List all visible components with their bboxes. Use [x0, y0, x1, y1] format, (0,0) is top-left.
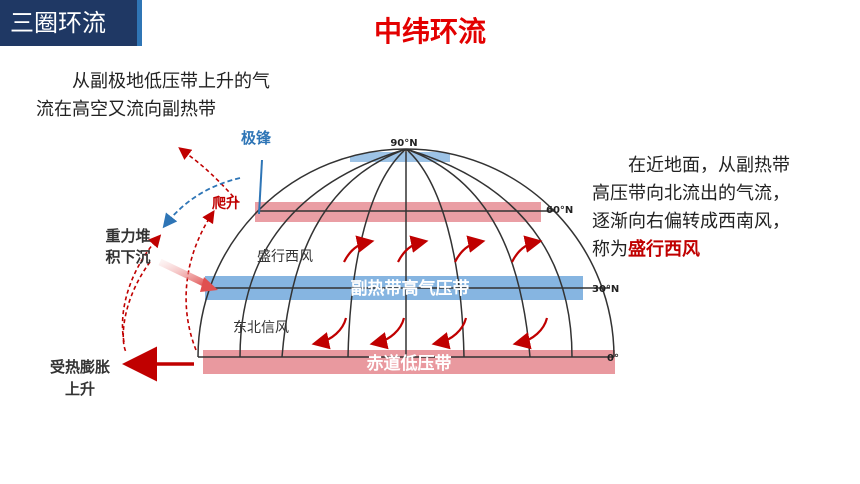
lat-60-label: 60°N — [546, 205, 573, 216]
trade-arrows — [311, 317, 549, 350]
left-explanation: 从副极地低压带上升的气 流在高空又流向副热带 — [36, 68, 336, 124]
subpolar-low-band — [255, 202, 541, 222]
right-explanation: 在近地面，从副热带 高压带向北流出的气流， 逐渐向右偏转成西南风， 称为盛行西风 — [592, 152, 854, 264]
equatorial-low-band — [203, 350, 615, 374]
right-explanation-line4-prefix: 称为 — [592, 239, 628, 260]
right-explanation-line2: 高压带向北流出的气流， — [592, 183, 790, 204]
convergence-arrow — [158, 258, 210, 289]
westerlies-label: 盛行西风 — [257, 249, 313, 265]
subtropical-high-label: 副热带高气压带 — [351, 278, 470, 299]
westerly-arrows — [343, 235, 543, 263]
trades-label: 东北信风 — [233, 320, 289, 336]
climb-arrow-upper — [178, 147, 239, 203]
polar-front-line — [258, 159, 263, 215]
right-explanation-highlight: 盛行西风 — [628, 239, 700, 260]
sinking-air-arrow — [122, 261, 151, 353]
upper-flow-arrow — [162, 177, 241, 229]
lat-30-label: 30°N — [592, 284, 619, 295]
gravity-label-line1: 重力堆 — [105, 227, 150, 245]
climb-arrow-outer — [185, 209, 215, 351]
left-explanation-line1: 从副极地低压带上升的气 — [72, 71, 270, 92]
heated-label-line2: 上升 — [65, 380, 95, 398]
right-explanation-line1: 在近地面，从副热带 — [628, 155, 790, 176]
section-tag: 三圈环流 — [0, 0, 142, 46]
right-explanation-line3: 逐渐向右偏转成西南风， — [592, 211, 790, 232]
rising-air-arrow — [121, 234, 162, 343]
lat-0-label: 0° — [607, 353, 619, 364]
lat-90-label: 90°N — [390, 138, 417, 149]
heated-label-line1: 受热膨胀 — [50, 358, 110, 376]
gravity-label-line2: 积下沉 — [105, 248, 150, 266]
left-explanation-line2: 流在高空又流向副热带 — [36, 99, 216, 120]
convergence-arrowhead — [200, 277, 218, 292]
equatorial-low-label: 赤道低压带 — [367, 353, 452, 374]
polar-front-label: 极锋 — [241, 129, 272, 147]
section-tag-accent — [137, 0, 142, 46]
page-title: 中纬环流 — [373, 15, 486, 48]
polar-band — [350, 152, 450, 162]
dome-bands — [350, 152, 450, 162]
section-tag-label: 三圈环流 — [10, 9, 106, 37]
climb-label: 爬升 — [212, 195, 240, 212]
